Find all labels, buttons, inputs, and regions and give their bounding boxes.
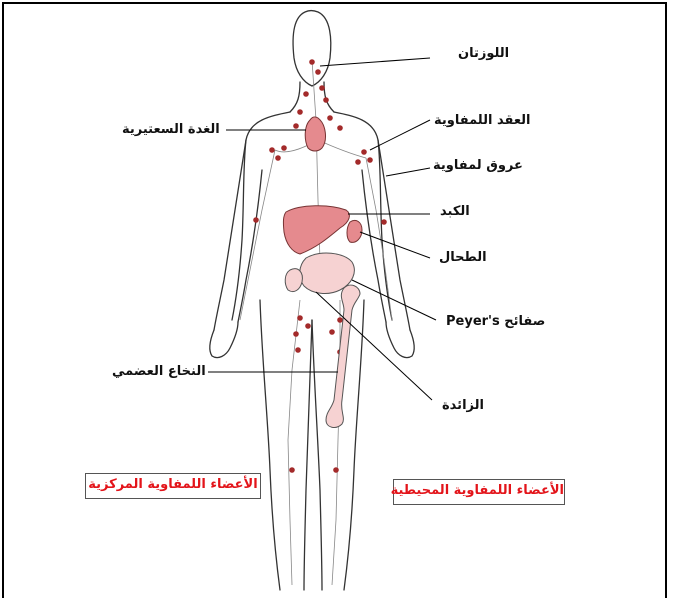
lymph-vessel (288, 300, 300, 585)
thymus-shape (305, 117, 325, 151)
lymph-vessel (240, 150, 275, 320)
lymph-vessel (318, 140, 366, 158)
lymph-vessel (332, 300, 340, 585)
left-leg-outline (260, 300, 312, 590)
label-thymus: الغدة السعتيرية (122, 122, 220, 138)
intestine-shape (285, 269, 302, 292)
peripheral-organs-box: الأعضاء اللمفاوية المحيطية (393, 479, 565, 505)
label-spleen: الطحال (439, 250, 487, 266)
label-tonsils: اللوزتان (458, 46, 509, 62)
label-bone-marrow: النخاع العضمي (112, 364, 206, 380)
spleen-shape (347, 220, 362, 242)
central-organs-box: الأعضاء اللمفاوية المركزية (85, 473, 261, 499)
leader-line (386, 168, 430, 176)
leader-line (370, 120, 430, 150)
label-lymph-nodes: العقد اللمفاوية (434, 113, 531, 129)
liver-shape (283, 206, 349, 254)
label-peyers-patches: صفائح Peyer's (446, 314, 545, 330)
label-appendix: الزائدة (442, 398, 484, 414)
label-liver: الكبد (440, 204, 470, 220)
left-arm-outline (214, 140, 262, 330)
head-outline (293, 11, 331, 87)
leader-line (320, 58, 430, 66)
leader-line (360, 232, 430, 258)
label-lymph-vessels: عروق لمفاوية (433, 158, 523, 174)
